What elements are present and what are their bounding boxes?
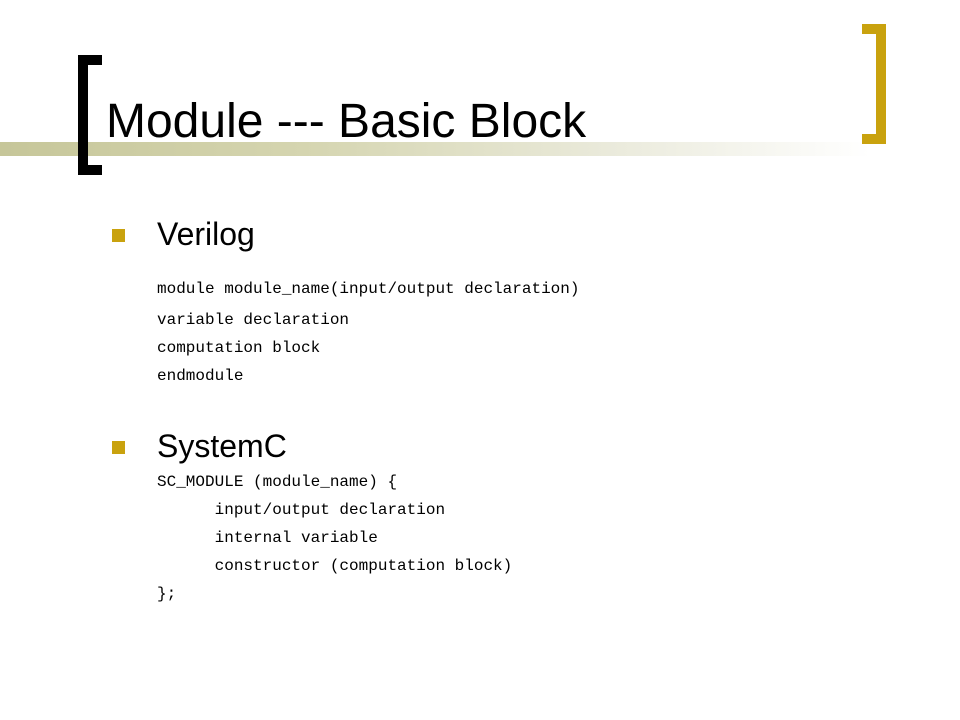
- left-bracket-top: [78, 55, 102, 65]
- code-line: internal variable: [157, 529, 378, 547]
- bullet-icon: [112, 229, 125, 242]
- left-bracket-decoration: [78, 55, 88, 175]
- header-decoration-bar: [0, 142, 870, 156]
- section-heading-systemc: SystemC: [157, 428, 287, 464]
- slide-title: Module --- Basic Block: [106, 95, 587, 148]
- bullet-icon: [112, 441, 125, 454]
- code-line: };: [157, 585, 177, 603]
- code-line: constructor (computation block): [157, 557, 513, 575]
- right-bracket-bottom: [862, 134, 886, 144]
- right-bracket-top: [862, 24, 886, 34]
- code-line: SC_MODULE (module_name) {: [157, 473, 398, 491]
- code-line: variable declaration: [157, 311, 350, 329]
- right-bracket-decoration: [876, 24, 886, 144]
- code-line: computation block: [157, 339, 321, 357]
- left-bracket-bottom: [78, 165, 102, 175]
- code-line: input/output declaration: [157, 501, 446, 519]
- code-line: module module_name(input/output declarat…: [157, 280, 580, 298]
- code-line: endmodule: [157, 367, 244, 385]
- section-heading-verilog: Verilog: [157, 216, 255, 252]
